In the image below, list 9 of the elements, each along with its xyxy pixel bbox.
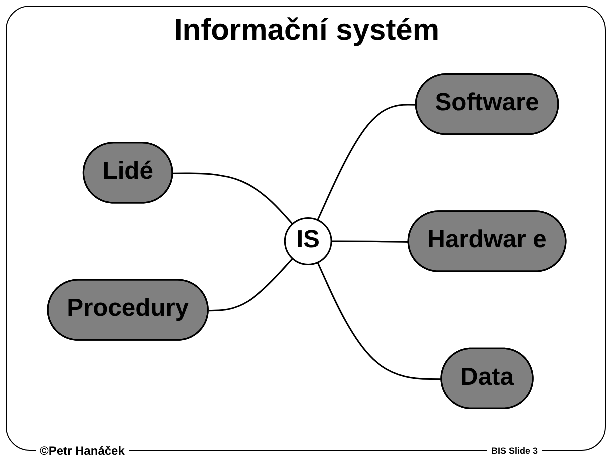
slide-title: Informační systém — [173, 14, 441, 48]
connector — [332, 240, 410, 244]
connector — [173, 172, 294, 225]
node-circle: IS — [284, 218, 332, 266]
connector — [317, 262, 442, 380]
connector — [317, 104, 417, 221]
connector — [208, 258, 294, 312]
slide-number: BIS Slide 3 — [487, 446, 542, 457]
author-footer: ©Petr Hanáček — [36, 444, 129, 458]
